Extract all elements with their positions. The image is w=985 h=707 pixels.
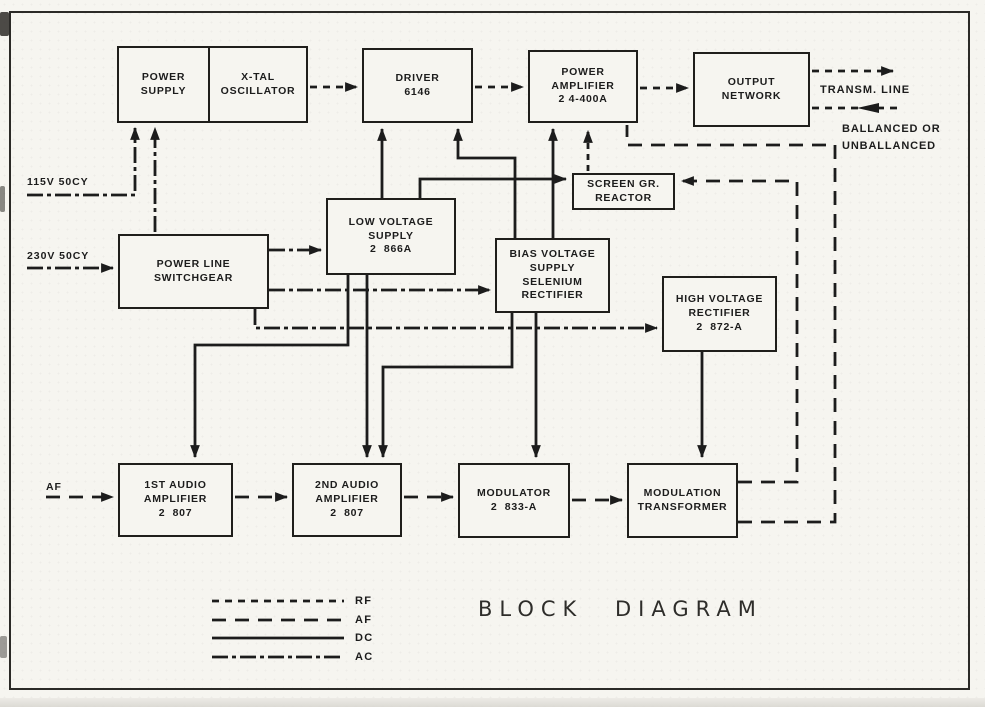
diagram-title: BLOCK DIAGRAM [478,597,763,621]
legend-label: RF [355,595,373,608]
rf-line-sample [212,599,344,603]
scan-artifact [0,12,9,36]
box-label: HIGH VOLTAGE [675,293,764,306]
bias-voltage-supply-box: BIAS VOLTAGE SUPPLY SELENIUM RECTIFIER [495,238,610,313]
high-voltage-rectifier-box: HIGH VOLTAGE RECTIFIER 2 872-A [662,276,777,352]
box-label: AMPLIFIER [315,493,379,506]
box-label: AMPLIFIER [143,493,208,506]
box-label: RECTIFIER [521,289,584,302]
box-label: BIAS VOLTAGE [509,247,596,260]
box-label: LOW VOLTAGE [348,215,434,228]
box-label: POWER LINE [156,257,231,270]
ac-wires [27,126,659,333]
box-label: 2 807 [158,506,193,519]
box-label: 2ND AUDIO [315,479,379,492]
first-audio-amplifier-box: 1ST AUDIO AMPLIFIER 2 807 [118,463,233,537]
box-label: SWITCHGEAR [153,271,234,284]
legend-row-ac: AC [210,648,374,667]
box-label: POWER [141,70,186,83]
return-arrowhead [857,103,879,113]
box-label: SCREEN GR. [587,177,660,190]
legend-row-dc: DC [210,629,374,648]
scan-edge-shade [0,698,985,707]
power-amplifier-box: POWER AMPLIFIER 2 4-400A [528,50,638,123]
box-label: OSCILLATOR [220,84,296,97]
af-wires [46,125,837,524]
box-label: 2 866A [370,243,412,256]
box-label: SUPPLY [368,229,414,242]
box-label: OUTPUT [727,75,776,88]
note-line: UNBALLANCED [842,140,937,153]
note-line: BALLANCED OR [842,123,941,135]
box-label: 2 833-A [490,500,538,513]
mains-115v-label: 115V 50CY [27,176,89,188]
low-voltage-supply-box: LOW VOLTAGE SUPPLY 2 866A [326,198,456,275]
legend-row-af: AF [210,611,374,630]
scan-artifact [0,636,7,658]
modulator-box: MODULATOR 2 833-A [458,463,570,538]
dc-wires [190,127,707,459]
transmission-line-label: TRANSM. LINE [820,84,911,96]
box-label: RECTIFIER [688,307,751,320]
legend-row-rf: RF [210,592,374,611]
scan-artifact [0,186,5,212]
af-line-sample [212,618,344,622]
box-label: TRANSFORMER [637,500,728,513]
legend-label: AC [355,650,374,663]
box-label: REACTOR [595,191,652,204]
ac-line-sample [212,655,344,659]
second-audio-amplifier-box: 2ND AUDIO AMPLIFIER 2 807 [292,463,402,537]
box-label: DRIVER [395,71,440,84]
box-label: 1ST AUDIO [144,479,207,492]
output-network-box: OUTPUT NETWORK [693,52,810,127]
legend-label: DC [355,632,374,645]
box-label: NETWORK [721,89,782,102]
box-label: AMPLIFIER [551,79,615,92]
box-label: 6146 [404,85,431,98]
legend-label: AF [355,613,373,626]
box-label: SUPPLY [529,261,576,274]
modulation-transformer-box: MODULATION TRANSFORMER [627,463,738,538]
box-label: POWER [561,65,605,78]
line-style-legend: RF AF DC AC [210,592,374,666]
box-label: SELENIUM [522,275,583,288]
mains-230v-label: 230V 50CY [27,250,90,262]
box-label: 2 807 [330,506,364,519]
box-label: X-TAL [241,70,275,83]
af-input-label: AF [46,481,62,493]
dc-line-sample [212,636,344,640]
power-line-switchgear-box: POWER LINE SWITCHGEAR [118,234,269,309]
xtal-oscillator-box: X-TAL OSCILLATOR [208,46,308,123]
box-label: SUPPLY [140,84,187,97]
balanced-unbalanced-note: BALLANCED OR UNBALLANCED [842,121,941,155]
box-label: MODULATION [643,486,722,499]
box-label: MODULATOR [477,486,551,499]
screen-grid-reactor-box: SCREEN GR. REACTOR [572,173,675,210]
power-supply-box: POWER SUPPLY [117,46,210,123]
diagram-border-frame [9,11,970,690]
driver-box: DRIVER 6146 [362,48,473,123]
box-label: 2 4-400A [558,93,608,106]
box-label: 2 872-A [696,320,743,333]
